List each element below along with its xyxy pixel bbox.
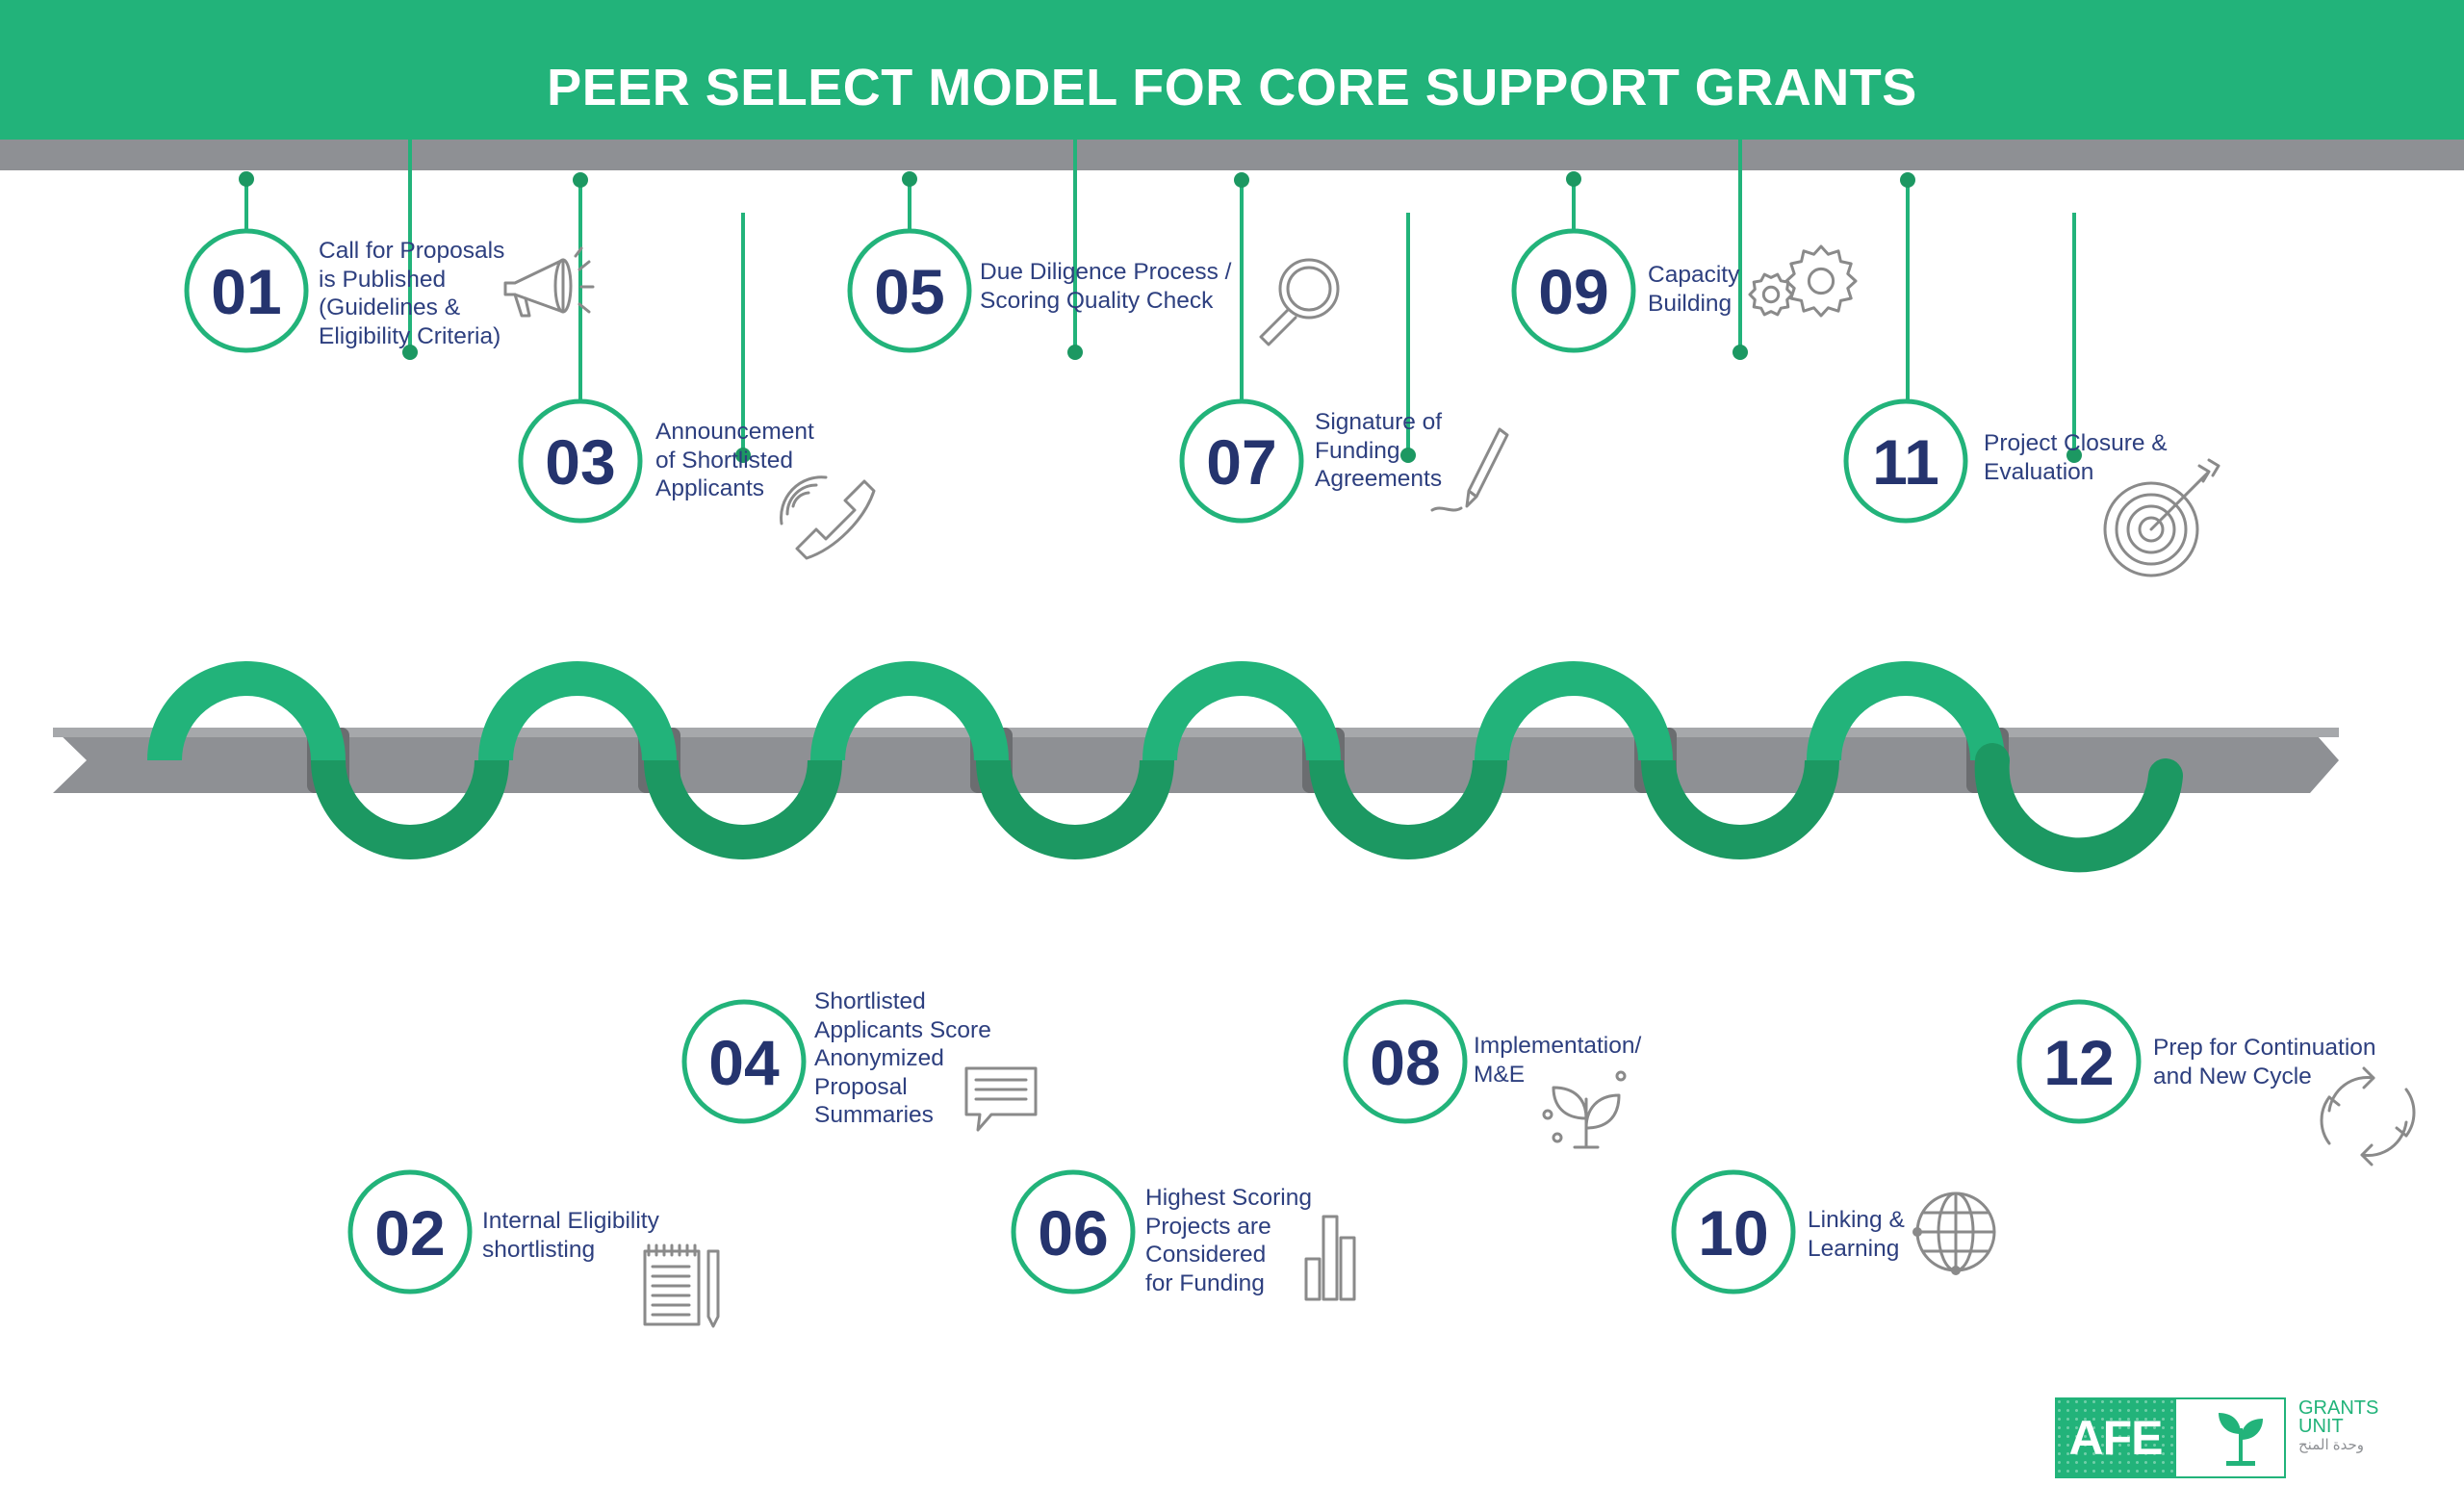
step-circle-01	[184, 228, 309, 353]
wave-arc-05	[810, 661, 1009, 761]
step-number-07: 07	[1206, 426, 1276, 498]
wave-arc-06	[976, 759, 1174, 859]
step-label-02: Internal Eligibility shortlisting	[482, 1208, 659, 1263]
stem-dot-04	[735, 448, 751, 463]
wave-arc-02	[311, 759, 509, 859]
step-label-12: Prep for Continuation and New Cycle	[2153, 1035, 2376, 1089]
step-label-09: Capacity Building	[1648, 262, 1740, 317]
step-number-10: 10	[1698, 1197, 1768, 1269]
step-label-07: Signature of Funding Agreements	[1315, 409, 1443, 492]
header-bar	[0, 0, 2464, 140]
step-number-09: 09	[1538, 256, 1608, 327]
stem-dot-02	[402, 345, 418, 360]
step-number-04: 04	[708, 1027, 780, 1098]
stem-dot-01	[239, 171, 254, 187]
bar-chart-icon	[1304, 1215, 1356, 1301]
megaphone-icon	[503, 246, 595, 318]
logo-unit-line2: UNIT	[2298, 1416, 2344, 1437]
step-circle-10	[1671, 1169, 1796, 1294]
step-label-04: Shortlisted Applicants Score Anonymized …	[814, 988, 991, 1128]
comment-icon	[964, 1066, 1038, 1132]
step-circle-11	[1843, 398, 1968, 524]
step-label-06: Highest Scoring Projects are Considered …	[1145, 1185, 1312, 1296]
arrow-highlight	[53, 728, 2339, 737]
step-circle-07	[1179, 398, 1304, 524]
page-title-text: PEER SELECT MODEL FOR CORE SUPPORT GRANT…	[547, 58, 1917, 116]
phone-icon	[780, 475, 876, 560]
step-circle-03	[518, 398, 643, 524]
logo-green-block	[2055, 1397, 2176, 1478]
step-number-08: 08	[1370, 1027, 1440, 1098]
stem-dot-10	[1732, 345, 1748, 360]
step-number-06: 06	[1038, 1197, 1108, 1269]
step-number-11: 11	[1872, 426, 1939, 498]
step-circle-12	[2016, 999, 2142, 1124]
stem-dot-03	[573, 172, 588, 188]
notepad-icon	[643, 1243, 720, 1328]
wave-arc-04	[644, 759, 842, 859]
step-number-05: 05	[874, 256, 944, 327]
step-number-12: 12	[2043, 1027, 2114, 1098]
step-circle-06	[1011, 1169, 1136, 1294]
wave-arc-12	[1974, 743, 2183, 873]
logo-unit-line1: GRANTS	[2298, 1397, 2379, 1419]
step-label-08: Implementation/ M&E	[1474, 1033, 1642, 1088]
wave-arc-03	[478, 661, 677, 761]
magnifier-icon	[1259, 258, 1340, 346]
globe-icon	[1912, 1192, 1996, 1275]
step-number-02: 02	[374, 1197, 445, 1269]
step-number-01: 01	[211, 256, 281, 327]
stem-dot-08	[1400, 448, 1416, 463]
gears-icon	[1748, 244, 1858, 318]
step-number-03: 03	[545, 426, 615, 498]
step-circle-04	[681, 999, 807, 1124]
logo-brand: AFE	[2068, 1411, 2164, 1465]
step-label-10: Linking & Learning	[1808, 1207, 1905, 1262]
step-label-01: Call for Proposals is Published (Guideli…	[319, 238, 505, 349]
pen-icon	[1430, 427, 1509, 512]
step-label-03: Announcement of Shortlisted Applicants	[655, 419, 814, 501]
step-label-11: Project Closure & Evaluation	[1984, 430, 2168, 485]
stem-dot-05	[902, 171, 917, 187]
stem-dot-11	[1900, 172, 1915, 188]
page-title: PEER SELECT MODEL FOR CORE SUPPORT GRANT…	[0, 0, 2464, 140]
target-icon	[2103, 458, 2220, 577]
logo-plant-icon	[2219, 1413, 2263, 1466]
logo-unit-text: GRANTS UNIT وحدة المنح	[2298, 1397, 2379, 1454]
logo-unit-arabic: وحدة المنح	[2298, 1437, 2365, 1453]
step-circle-09	[1511, 228, 1636, 353]
step-label-05: Due Diligence Process / Scoring Quality …	[980, 259, 1232, 314]
wave-arc-09	[1475, 661, 1673, 761]
cycle-icon	[2320, 1066, 2416, 1166]
step-circle-08	[1343, 999, 1468, 1124]
wave-arc-07	[1142, 661, 1341, 761]
step-circle-05	[847, 228, 972, 353]
stem-dot-12	[2066, 448, 2082, 463]
timeline-arrow	[53, 728, 2339, 793]
step-circle-02	[347, 1169, 473, 1294]
stem-dot-09	[1566, 171, 1581, 187]
wave-arc-10	[1641, 759, 1839, 859]
wave-arc-01	[147, 661, 346, 761]
afe-grants-unit-logo: AFE GRANTS UNIT وحدة المنح	[2055, 1397, 2384, 1478]
wave-arc-11	[1807, 661, 2005, 761]
stem-dot-06	[1067, 345, 1083, 360]
sprout-icon	[1542, 1070, 1627, 1149]
stem-dot-07	[1234, 172, 1249, 188]
wave-arc-08	[1309, 759, 1507, 859]
